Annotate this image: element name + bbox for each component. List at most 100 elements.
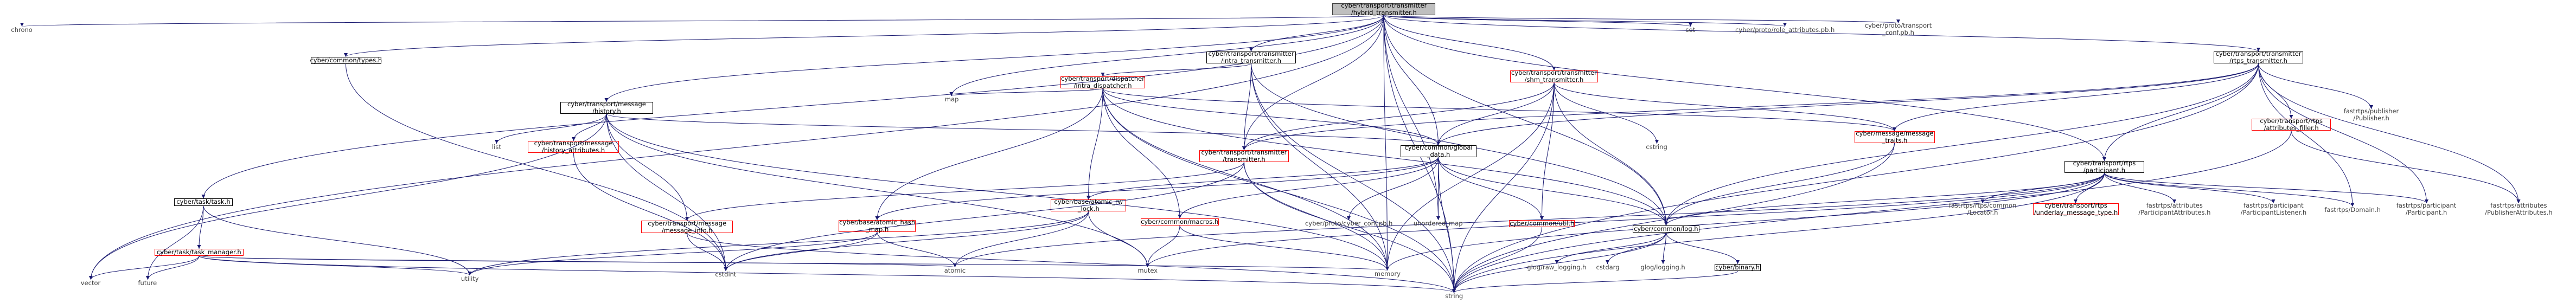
node-vector[interactable]: vector (80, 279, 101, 287)
node-task[interactable]: cyber/task/task.h (174, 198, 233, 206)
node-cyber-binary[interactable]: cyber/binary.h (1714, 263, 1761, 272)
node-task-manager[interactable]: cyber/task/task_manager.h (154, 248, 244, 256)
edge-global-data-to-common-macros (1178, 157, 1439, 219)
edge-shm-transmitter-to-message-traits (1554, 82, 1896, 132)
node-utility[interactable]: utility (461, 274, 479, 282)
edge-common-log-to-cyber-binary (1666, 232, 1740, 265)
edge-rtps-transmitter-to-global-data (1436, 63, 2259, 146)
edge-rtps-participant-to-participant-listener (2104, 172, 2275, 204)
edge-hybrid-transmitter-to-common-log (1383, 15, 1668, 226)
node-fastrtps-participant[interactable]: fastrtps/participant /Participant.h (2396, 202, 2457, 217)
edge-atomic-rw-lock-to-utility (468, 211, 1089, 276)
edge-message-history-to-list (495, 113, 607, 144)
node-transport-conf-pb[interactable]: cyber/proto/transport _conf.pb.h (1864, 22, 1932, 37)
edge-intra-transmitter-to-intra-dispatcher (1101, 63, 1251, 77)
node-rtps-transmitter[interactable]: cyber/transport/transmitter /rtps_transm… (2213, 50, 2304, 64)
node-fastrtps-publisher[interactable]: fastrtps/publisher /Publisher.h (2343, 107, 2399, 122)
edge-task-manager-to-atomic (199, 255, 957, 268)
node-common-macros[interactable]: cyber/common/macros.h (1140, 218, 1219, 226)
node-set[interactable]: set (1685, 25, 1696, 34)
edge-history-attributes-to-cstdint (573, 152, 728, 272)
node-cstring[interactable]: cstring (1646, 143, 1667, 151)
node-message-info[interactable]: cyber/transport/message /message_info.h (641, 220, 733, 234)
edge-common-macros-to-memory (1179, 225, 1389, 271)
edge-atomic-rw-lock-to-cstdint (724, 211, 1089, 272)
edge-global-data-to-common-util (1438, 157, 1544, 221)
edge-rtps-transmitter-to-publisher-attributes (2258, 63, 2521, 204)
edge-shm-transmitter-to-string (1452, 82, 1555, 293)
edge-message-history-to-mutex (606, 113, 1149, 268)
node-hybrid-transmitter[interactable]: cyber/transport/transmitter /hybrid_tran… (1332, 2, 1436, 16)
edge-common-macros-to-mutex (1146, 225, 1180, 268)
edge-rtps-transmitter-to-fastrtps-participant (2258, 63, 2428, 204)
node-mutex[interactable]: mutex (1137, 266, 1158, 274)
node-cyber-conf-pb[interactable]: cyber/proto/cyber_conf.pb.h (1305, 220, 1393, 228)
edge-rtps-participant-to-string (1452, 172, 2105, 293)
node-common-types[interactable]: cyber/common/types.h (310, 56, 382, 65)
edge-hybrid-transmitter-to-chrono (21, 15, 1384, 27)
edge-intra-transmitter-to-string (1251, 63, 1456, 293)
edge-hybrid-transmitter-to-rtps-transmitter (1383, 15, 2260, 52)
node-cstdarg[interactable]: cstdarg (1596, 263, 1620, 272)
edge-shm-transmitter-to-common-util (1540, 82, 1555, 221)
node-atomic-rw-lock[interactable]: cyber/base/atomic_rw _lock.h (1051, 198, 1127, 212)
edge-atomic-rw-lock-to-atomic (953, 211, 1089, 268)
node-underlay-message-type[interactable]: cyber/transport/rtps /underlay_message_t… (2033, 202, 2119, 217)
node-rtps-participant[interactable]: cyber/transport/rtps /participant.h (2064, 160, 2145, 174)
edge-task-to-task-manager (197, 205, 204, 249)
edge-rtps-participant-to-fastrtps-participant (2104, 172, 2428, 204)
edge-message-traits-to-common-log (1664, 143, 1895, 226)
edge-intra-dispatcher-to-message-traits (1102, 88, 1896, 132)
node-glog-logging[interactable]: glog/logging.h (1640, 263, 1685, 272)
edge-rtps-transmitter-to-transmitter (1242, 63, 2259, 151)
edge-intra-dispatcher-to-map (949, 88, 1103, 96)
edge-task-manager-to-string (199, 255, 1456, 293)
node-shm-transmitter[interactable]: cyber/transport/transmitter /shm_transmi… (1510, 69, 1598, 83)
node-transmitter[interactable]: cyber/transport/transmitter /transmitter… (1199, 149, 1289, 163)
node-glog-raw-logging[interactable]: glog/raw_logging.h (1527, 263, 1587, 272)
node-map[interactable]: map (944, 95, 959, 104)
node-list[interactable]: list (491, 143, 501, 151)
edge-atomic-rw-lock-to-mutex (1088, 211, 1149, 268)
node-publisher-attributes[interactable]: fastrtps/attributes /PublisherAttributes… (2485, 202, 2553, 217)
edge-common-types-to-cstdint (346, 63, 728, 272)
node-unordered-map[interactable]: unordered_map (1413, 220, 1463, 228)
node-participant-listener[interactable]: fastrtps/participant /ParticipantListene… (2240, 202, 2307, 217)
node-global-data[interactable]: cyber/common/global _data.h (1401, 144, 1476, 158)
node-common-util[interactable]: cyber/common/util.h (1509, 220, 1575, 228)
node-rtps-locator[interactable]: fastrtps/rtps/common /Locator.h (1948, 202, 2017, 217)
edge-hybrid-transmitter-to-global-data (1383, 15, 1440, 146)
edge-transmitter-to-cstdint (724, 162, 1244, 272)
node-attributes-filler[interactable]: cyber/transport/rtps /attributes_filler.… (2252, 118, 2331, 132)
node-participant-attributes[interactable]: fastrtps/attributes /ParticipantAttribut… (2138, 202, 2211, 217)
node-message-traits[interactable]: cyber/message/message _traits.h (1855, 130, 1935, 144)
edge-attributes-filler-to-publisher-attributes (2291, 130, 2521, 204)
edge-hybrid-transmitter-to-transmitter (1242, 15, 1384, 151)
node-atomic-hash-map[interactable]: cyber/base/atomic_hash _map.h (838, 218, 916, 234)
edge-rtps-transmitter-to-common-log (1664, 63, 2259, 226)
node-atomic[interactable]: atomic (944, 266, 966, 274)
edge-task-to-utility (203, 205, 472, 276)
edge-hybrid-transmitter-to-intra-transmitter (1249, 15, 1384, 52)
edge-atomic-hash-map-to-utility (468, 231, 878, 276)
node-cstdint[interactable]: cstdint (715, 270, 737, 279)
node-string[interactable]: string (1445, 292, 1463, 300)
node-chrono[interactable]: chrono (11, 25, 33, 34)
node-memory[interactable]: memory (1374, 269, 1401, 278)
node-message-history[interactable]: cyber/transport/message /history.h (560, 101, 653, 115)
node-fastrtps-domain[interactable]: fastrtps/Domain.h (2324, 206, 2381, 214)
edge-global-data-to-common-log (1438, 157, 1668, 226)
edge-common-log-to-glog-logging (1661, 232, 1666, 265)
edge-shm-transmitter-to-global-data (1436, 82, 1555, 146)
node-common-log[interactable]: cyber/common/log.h (1632, 225, 1699, 233)
node-intra-transmitter[interactable]: cyber/transport/transmitter /intra_trans… (1206, 50, 1296, 64)
edge-task-manager-to-future (146, 255, 200, 280)
node-role-attributes-pb[interactable]: cyber/proto/role_attributes.pb.h (1735, 25, 1835, 34)
node-future[interactable]: future (138, 279, 157, 287)
node-intra-dispatcher[interactable]: cyber/transport/dispatcher /intra_dispat… (1060, 75, 1145, 90)
edge-global-data-to-atomic-rw-lock (1086, 157, 1439, 200)
edge-cyber-binary-to-string (1452, 270, 1738, 293)
edge-task-manager-to-vector (89, 255, 200, 280)
node-history-attributes[interactable]: cyber/transport/message /history_attribu… (527, 140, 619, 154)
edge-task-to-future (146, 205, 204, 280)
